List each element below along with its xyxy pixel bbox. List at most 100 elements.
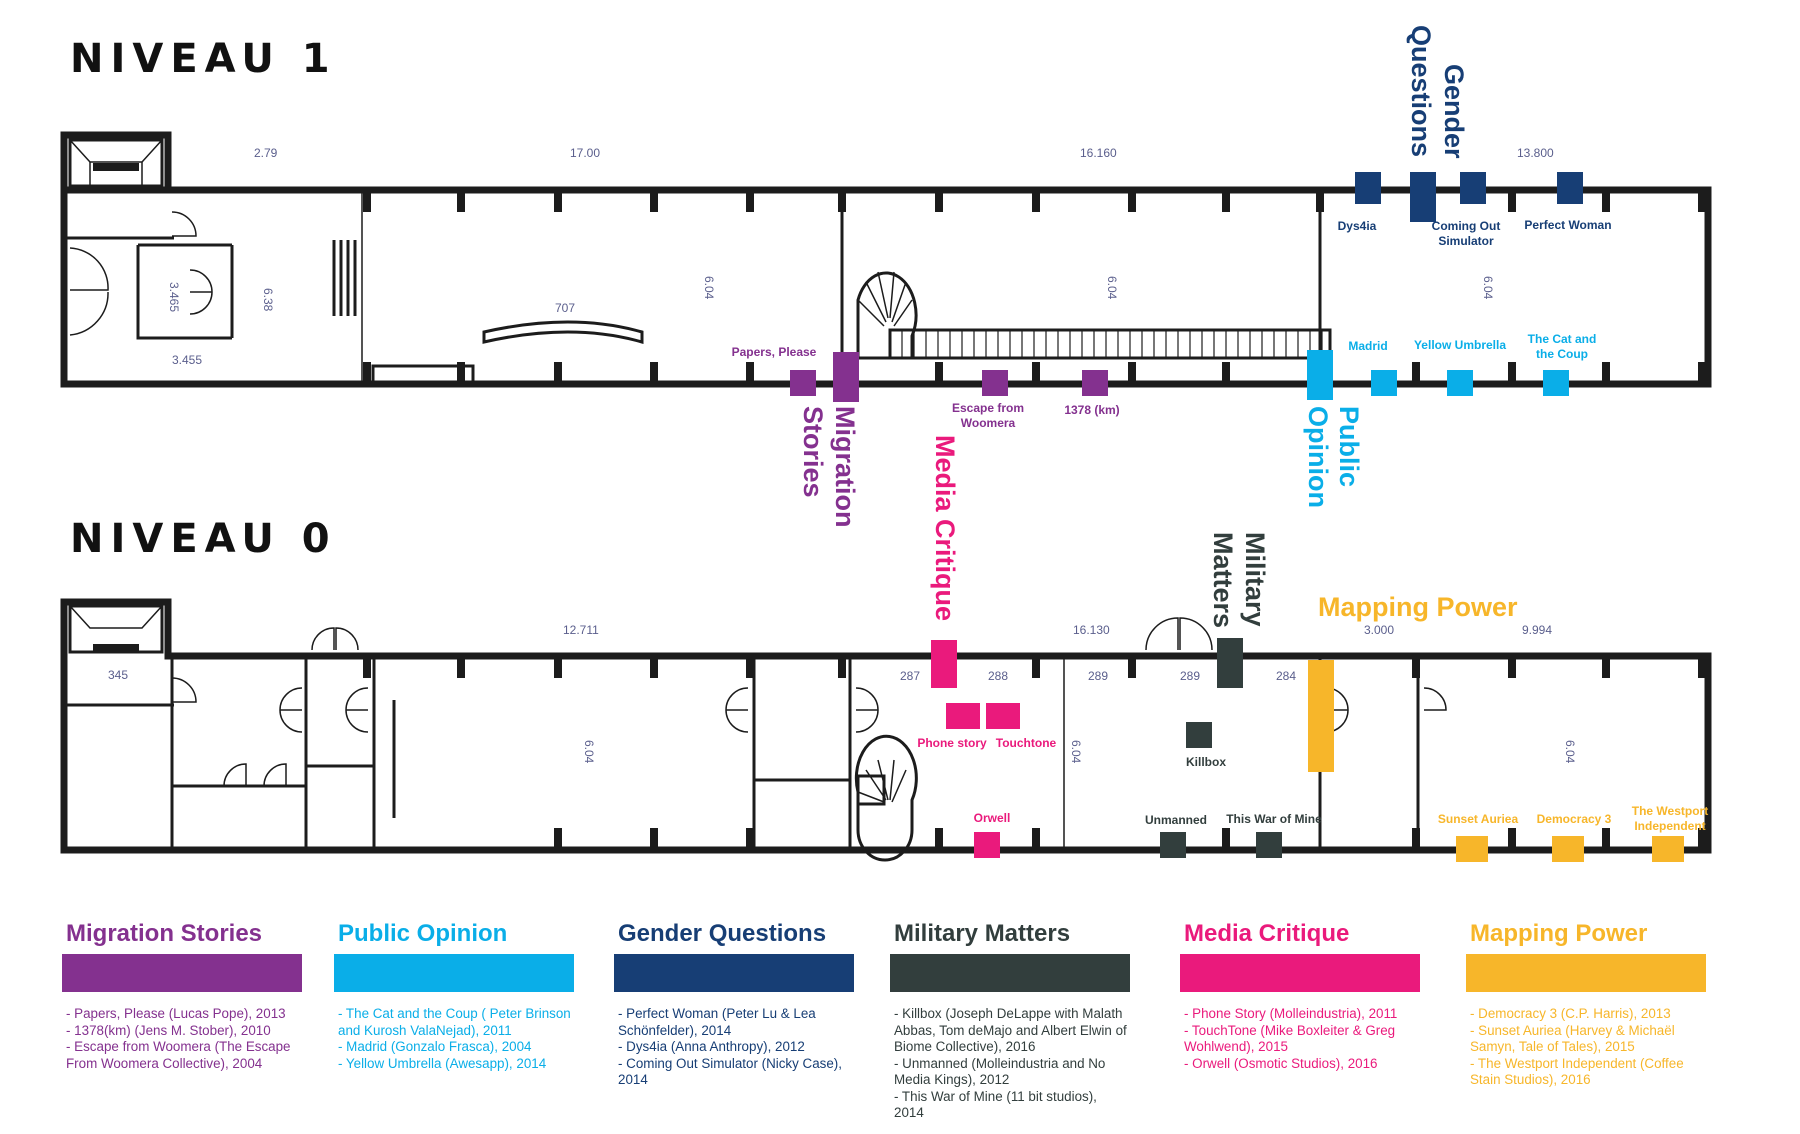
- legend-item: - Killbox (Joseph DeLappe with Malath Ab…: [894, 1006, 1127, 1054]
- legend-military: Military Matters - Killbox (Joseph DeLap…: [890, 920, 1130, 1122]
- level-1-walls: [60, 131, 1712, 388]
- label-sunset: Sunset Auriea: [1438, 812, 1519, 826]
- label-yellow-umbrella: Yellow Umbrella: [1414, 338, 1506, 352]
- legend-item: - TouchTone (Mike Boxleiter & Greg Wohlw…: [1184, 1022, 1396, 1055]
- label-escape-woomera-2: Woomera: [961, 416, 1016, 430]
- marker-yellow-umbrella[interactable]: [1447, 370, 1473, 396]
- label-touchtone: Touchtone: [996, 736, 1057, 750]
- dim-n1-9: 6.04: [1105, 276, 1119, 300]
- marker-orwell[interactable]: [974, 832, 1000, 858]
- level-1-markers: [790, 172, 1583, 402]
- label-this-war: This War of Mine: [1226, 812, 1322, 826]
- legend-migration: Migration Stories - Papers, Please (Luca…: [62, 920, 302, 1072]
- legend-mapping: Mapping Power - Democracy 3 (C.P. Harris…: [1466, 920, 1706, 1089]
- legend-media: Media Critique - Phone Story (Molleindus…: [1180, 920, 1420, 1072]
- legend-item: - Perfect Woman (Peter Lu & Lea Schönfel…: [618, 1006, 816, 1038]
- dim-n1-1: 17.00: [570, 146, 600, 160]
- marker-killbox[interactable]: [1186, 722, 1212, 748]
- legend-item: - Madrid (Gonzalo Frasca), 2004: [338, 1039, 532, 1054]
- label-orwell: Orwell: [974, 811, 1011, 825]
- dim-n0-0: 12.711: [563, 623, 599, 637]
- dim-n0-12: 6.04: [1563, 740, 1577, 764]
- dim-n1-2: 16.160: [1080, 146, 1117, 160]
- theme-label-military-2: Matters: [1208, 532, 1238, 628]
- marker-madrid[interactable]: [1371, 370, 1397, 396]
- label-democracy: Democracy 3: [1537, 812, 1612, 826]
- legend-color-bar: [890, 954, 1130, 992]
- label-cat-coup-1: The Cat and: [1528, 332, 1597, 346]
- legend-color-bar: [1466, 954, 1706, 992]
- theme-label-gender-2: Questions: [1406, 25, 1436, 157]
- legend-gender: Gender Questions - Perfect Woman (Peter …: [614, 920, 854, 1089]
- legend-items: - The Cat and the Coup ( Peter Brinson a…: [338, 1006, 574, 1072]
- label-killbox: Killbox: [1186, 755, 1226, 769]
- legend-items: - Phone Story (Molleindustria), 2011 - T…: [1184, 1006, 1420, 1072]
- label-unmanned: Unmanned: [1145, 813, 1207, 827]
- legend-color-bar: [334, 954, 574, 992]
- legend-item: - Phone Story (Molleindustria), 2011: [1184, 1006, 1398, 1021]
- label-westport-1: The Westport: [1632, 804, 1708, 818]
- label-westport-2: Independent: [1634, 819, 1705, 833]
- stair-hatching: [901, 330, 1323, 358]
- dim-n1-3: 13.800: [1517, 146, 1554, 160]
- legend-item: - Yellow Umbrella (Awesapp), 2014: [338, 1055, 547, 1071]
- label-dys4ia: Dys4ia: [1338, 219, 1377, 233]
- marker-media-theme[interactable]: [931, 640, 957, 688]
- marker-1378km[interactable]: [1082, 370, 1108, 396]
- dim-n0-2: 3.000: [1364, 623, 1394, 637]
- marker-dys4ia[interactable]: [1355, 172, 1381, 204]
- level-0-title: NIVEAU 0: [70, 516, 337, 562]
- legend-item: - This War of Mine (11 bit studios), 201…: [894, 1088, 1097, 1121]
- marker-migration-theme[interactable]: [833, 352, 859, 402]
- marker-perfect-woman[interactable]: [1557, 172, 1583, 204]
- dim-n0-11: 6.04: [1069, 740, 1083, 764]
- marker-public-theme[interactable]: [1307, 350, 1333, 400]
- dim-n1-5: 3.465: [167, 282, 181, 312]
- theme-label-mapping: Mapping Power: [1318, 592, 1518, 622]
- dim-n1-4: 6.38: [261, 288, 275, 312]
- legend-item: - Papers, Please (Lucas Pope), 2013: [66, 1006, 286, 1021]
- dim-n1-0: 2.79: [254, 146, 278, 160]
- marker-papers-please[interactable]: [790, 370, 816, 396]
- marker-mapping-theme[interactable]: [1308, 660, 1334, 772]
- level-0-walls: [60, 598, 1712, 862]
- legend-items: - Democracy 3 (C.P. Harris), 2013 - Suns…: [1470, 1006, 1706, 1089]
- legend-title: Military Matters: [894, 920, 1071, 947]
- legend-items: - Papers, Please (Lucas Pope), 2013 - 13…: [66, 1006, 302, 1072]
- marker-phone-story[interactable]: [946, 703, 980, 729]
- legend-item: - Unmanned (Molleindustria and No Media …: [894, 1055, 1106, 1088]
- marker-escape-woomera[interactable]: [982, 370, 1008, 396]
- label-cat-coup-2: the Coup: [1536, 347, 1588, 361]
- marker-military-theme[interactable]: [1217, 638, 1243, 688]
- marker-touchtone[interactable]: [986, 703, 1020, 729]
- marker-this-war[interactable]: [1256, 832, 1282, 858]
- marker-unmanned[interactable]: [1160, 832, 1186, 858]
- theme-label-public-2: Opinion: [1303, 406, 1333, 508]
- legend-public: Public Opinion - The Cat and the Coup ( …: [334, 920, 574, 1072]
- legend-title: Public Opinion: [338, 920, 508, 947]
- label-papers-please: Papers, Please: [732, 345, 817, 359]
- dim-n0-9: 284: [1276, 669, 1296, 683]
- dim-n0-6: 288: [988, 669, 1008, 683]
- marker-democracy[interactable]: [1552, 836, 1584, 862]
- marker-cat-coup[interactable]: [1543, 370, 1569, 396]
- marker-coming-out[interactable]: [1460, 172, 1486, 204]
- dim-n1-6: 3.455: [172, 353, 202, 367]
- label-perfect-woman: Perfect Woman: [1524, 218, 1611, 232]
- marker-westport[interactable]: [1652, 836, 1684, 862]
- theme-label-media: Media Critique: [930, 435, 960, 621]
- level-1-title: NIVEAU 1: [70, 36, 337, 82]
- theme-label-gender-1: Gender: [1439, 64, 1469, 159]
- dim-n0-8: 289: [1180, 669, 1200, 683]
- marker-gender-theme[interactable]: [1410, 172, 1436, 222]
- dim-n1-7: 707: [555, 301, 575, 315]
- level-0-markers: [931, 638, 1684, 862]
- dim-n0-10: 6.04: [582, 740, 596, 764]
- marker-sunset[interactable]: [1456, 836, 1488, 862]
- label-coming-out-1: Coming Out: [1432, 219, 1501, 233]
- legend-color-bar: [614, 954, 854, 992]
- legend-item: - 1378(km) (Jens M. Stober), 2010: [66, 1022, 271, 1038]
- legend-title: Mapping Power: [1470, 920, 1648, 947]
- legend-title: Media Critique: [1184, 920, 1350, 947]
